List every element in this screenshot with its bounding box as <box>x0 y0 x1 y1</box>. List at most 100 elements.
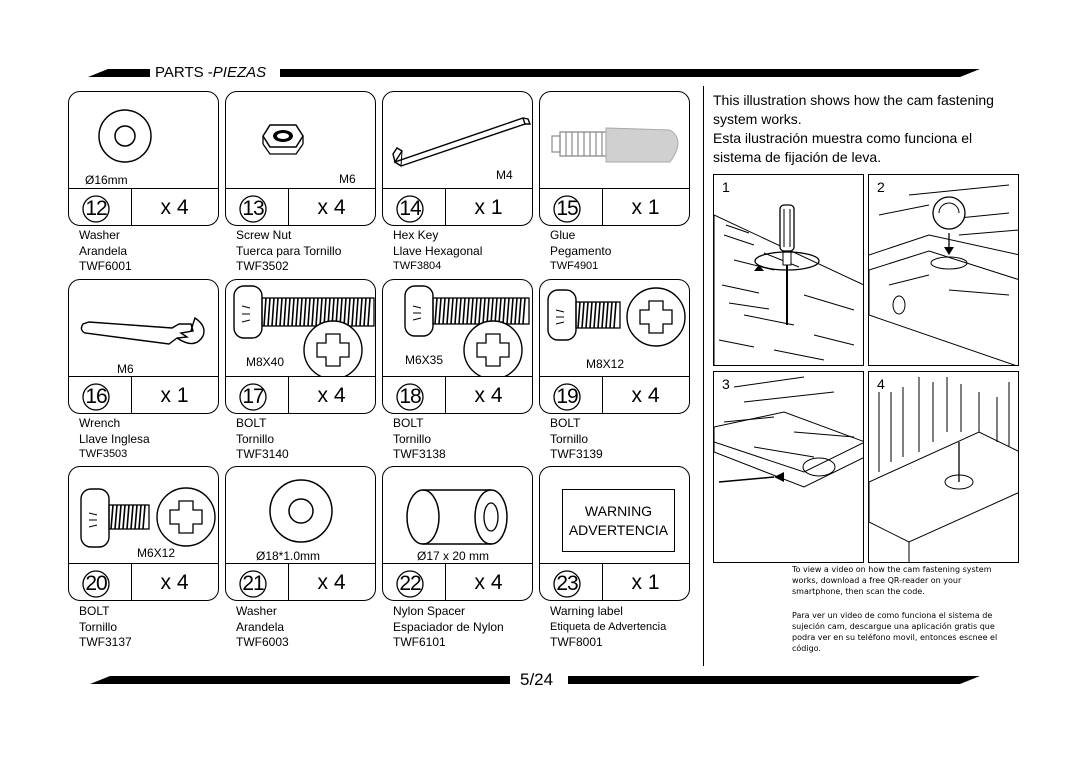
part-name-es: Arandela <box>79 243 128 258</box>
card-divider <box>602 376 603 413</box>
part-name-en: Screw Nut <box>236 228 292 242</box>
card-divider <box>540 188 689 189</box>
panel-insert-icon <box>714 376 863 488</box>
part-labels-21: Washer Arandela TWF6003 <box>236 604 381 651</box>
part-name-es: Tornillo <box>79 619 118 634</box>
part-labels-19: BOLT Tornillo TWF3139 <box>550 416 695 463</box>
footer-rule-left <box>90 676 510 684</box>
card-divider <box>69 376 218 377</box>
part-name-es: Espaciador de Nylon <box>393 619 504 634</box>
part-name-es: Tuerca para Tornillo <box>236 243 342 258</box>
washer-icon <box>269 479 333 543</box>
part-code: TWF3140 <box>236 447 289 461</box>
bolt-icon <box>404 285 530 376</box>
part-number: 14 <box>395 194 425 224</box>
header-rule-right <box>280 69 980 77</box>
part-number-text: 17 <box>242 385 264 408</box>
cam-step-3-panel: 3 <box>713 371 864 563</box>
part-code: TWF8001 <box>550 635 603 649</box>
part-size: M6 <box>117 362 134 376</box>
card-divider <box>288 188 289 225</box>
card-divider <box>288 563 289 600</box>
qr-note-en: To view a video on how the cam fastening… <box>792 565 992 596</box>
part-name-es: Tornillo <box>236 431 275 446</box>
part-code: TWF3137 <box>79 635 132 649</box>
part-size: M6X35 <box>405 353 444 367</box>
spacer-icon <box>406 489 508 545</box>
part-card-12: Ø16mm 12 x 4 <box>68 91 219 226</box>
card-divider <box>383 563 532 564</box>
part-size: M8X40 <box>246 355 285 369</box>
part-card-21: Ø18*1.0mm 21 x 4 <box>225 466 376 601</box>
part-number-text: 20 <box>85 572 107 595</box>
washer-icon <box>98 109 152 163</box>
part-code: TWF6003 <box>236 635 289 649</box>
card-divider <box>69 188 218 189</box>
card-divider <box>602 563 603 600</box>
warning-label-line1: WARNING <box>584 503 653 519</box>
part-name-en: Hex Key <box>393 228 439 242</box>
part-labels-20: BOLT Tornillo TWF3137 <box>79 604 224 651</box>
card-divider <box>131 376 132 413</box>
part-labels-12: Washer Arandela TWF6001 <box>79 228 224 275</box>
bolt-icon <box>547 287 686 347</box>
card-divider <box>131 563 132 600</box>
part-name-es: Llave Inglesa <box>79 431 150 446</box>
part-labels-15: Glue Pegamento TWF4901 <box>550 228 695 275</box>
part-labels-22: Nylon Spacer Espaciador de Nylon TWF6101 <box>393 604 538 651</box>
part-name-en: BOLT <box>393 416 424 430</box>
part-labels-18: BOLT Tornillo TWF3138 <box>393 416 538 463</box>
part-card-17: M8X40 17 x 4 <box>225 279 376 414</box>
part-size: Ø18*1.0mm <box>256 549 321 563</box>
bolt-icon <box>233 285 375 376</box>
part-number-text: 19 <box>556 385 578 408</box>
part-card-15: 15 x 1 <box>539 91 690 226</box>
card-divider <box>383 188 532 189</box>
part-code: TWF3139 <box>550 447 603 461</box>
card-divider <box>226 376 375 377</box>
part-code: TWF4901 <box>550 260 599 272</box>
part-name-en: BOLT <box>79 604 110 618</box>
part-code: TWF6101 <box>393 635 446 649</box>
card-divider <box>445 563 446 600</box>
part-number: 23 <box>552 569 582 599</box>
part-quantity: x 4 <box>317 384 346 407</box>
part-labels-14: Hex Key Llave Hexagonal TWF3804 <box>393 228 538 275</box>
part-number: 16 <box>81 382 111 412</box>
part-size: Ø16mm <box>85 173 128 187</box>
part-quantity: x 4 <box>474 571 503 594</box>
part-size: M6X12 <box>137 546 176 560</box>
part-number-text: 13 <box>242 197 264 220</box>
part-size: Ø17 x 20 mm <box>417 549 490 563</box>
part-number-text: 23 <box>556 572 578 595</box>
cam-intro-en: This illustration shows how the cam fast… <box>713 92 994 127</box>
card-divider <box>445 376 446 413</box>
part-card-22: Ø17 x 20 mm 22 x 4 <box>382 466 533 601</box>
part-card-14: M4 14 x 1 <box>382 91 533 226</box>
card-divider <box>226 188 375 189</box>
part-name-es: Arandela <box>236 619 285 634</box>
card-divider <box>445 188 446 225</box>
part-name-en: Warning label <box>550 604 623 618</box>
part-code: TWF6001 <box>79 259 132 273</box>
part-labels-23: Warning label Etiqueta de Advertencia TW… <box>550 604 695 651</box>
part-card-18: M6X35 18 x 4 <box>382 279 533 414</box>
part-number-text: 12 <box>85 197 107 220</box>
step-number: 3 <box>720 376 732 392</box>
header-rule-left <box>88 69 150 77</box>
part-name-es: Etiqueta de Advertencia <box>550 620 667 633</box>
card-divider <box>602 188 603 225</box>
part-number-text: 15 <box>556 197 578 220</box>
part-name-es: Tornillo <box>393 431 432 446</box>
part-name-en: Wrench <box>79 416 121 430</box>
step-number: 4 <box>875 376 887 392</box>
part-name-es: Pegamento <box>550 243 612 258</box>
card-divider <box>288 376 289 413</box>
cam-intro-text: This illustration shows how the cam fast… <box>713 91 1023 167</box>
cam-step-2-panel: 2 <box>868 174 1019 366</box>
glue-bottle-icon <box>551 127 679 163</box>
part-labels-13: Screw Nut Tuerca para Tornillo TWF3502 <box>236 228 381 275</box>
part-number: 22 <box>395 569 425 599</box>
part-number: 19 <box>552 382 582 412</box>
part-quantity: x 1 <box>631 571 660 594</box>
